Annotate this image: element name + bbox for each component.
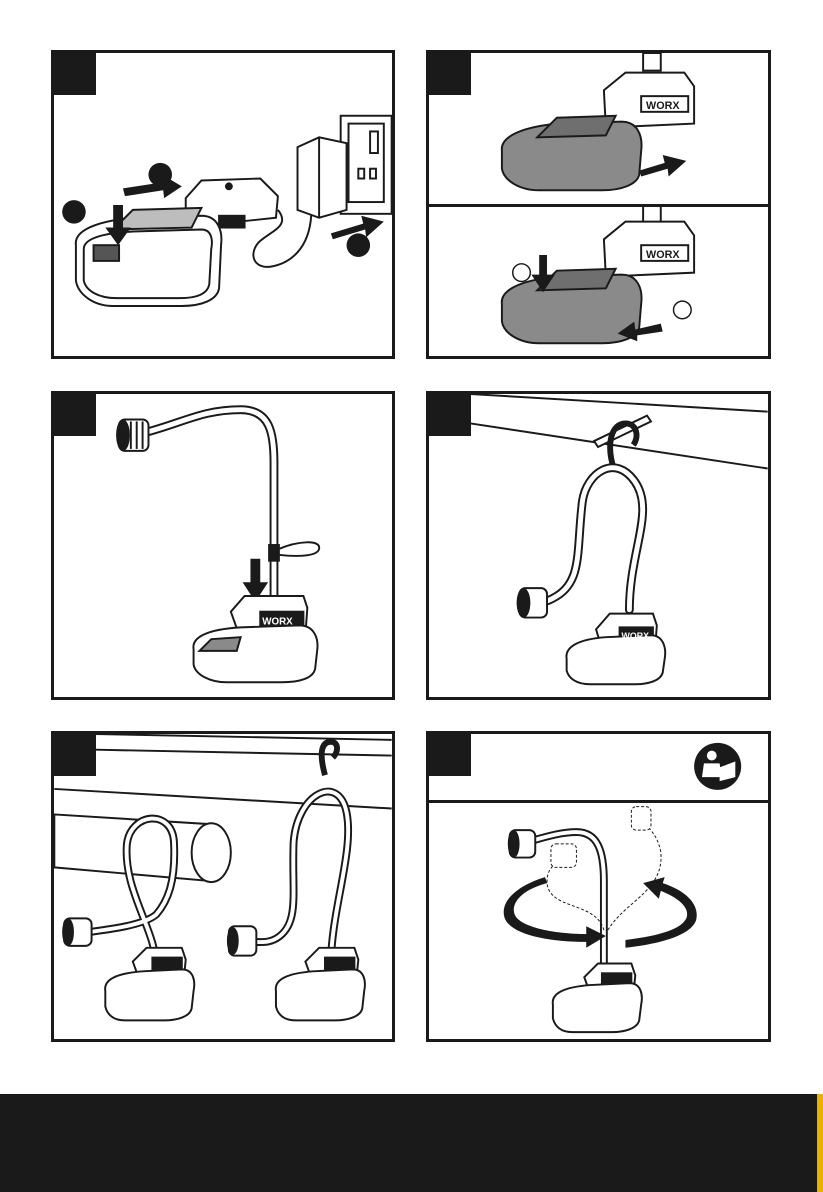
brand-mark: WORX: [646, 249, 680, 261]
attach-arrow: [639, 155, 686, 177]
light-base-top: [604, 53, 694, 128]
light-base: [566, 614, 665, 685]
panel-battery-attach-remove: WORX WORX: [426, 50, 771, 359]
brand-mark: WORX: [622, 631, 650, 641]
light-base: [193, 596, 317, 682]
footer-accent-edge: [817, 1094, 823, 1192]
cable-strap: [269, 542, 319, 560]
battery-pack-top: [502, 116, 642, 191]
light-base-bottom: [604, 206, 694, 277]
step-marker-2: [148, 163, 172, 187]
panel-wrap-pipe: [51, 731, 395, 1042]
footer-band: [0, 1094, 823, 1192]
step-marker-2: [674, 301, 692, 319]
brand-mark: WORX: [262, 616, 293, 627]
hang-hook-illustration: WORX: [429, 394, 768, 697]
battery-pack: [76, 208, 222, 306]
rod: [594, 416, 651, 447]
rotate-illustration: [429, 734, 768, 1039]
charging-illustration: [54, 53, 392, 356]
step-marker-1: [62, 200, 86, 224]
ghost-gooseneck-right: [608, 818, 661, 930]
switch-on-illustration: WORX: [54, 394, 392, 697]
ceiling-edge: [96, 750, 392, 756]
panel-switch-on: WORX: [51, 391, 395, 700]
step-marker-1: [513, 264, 531, 282]
panel-charge-battery: [51, 50, 395, 359]
battery-illustration: WORX WORX: [429, 53, 768, 356]
wall-socket: [341, 116, 392, 214]
ghost-lamp-head-left: [551, 844, 576, 868]
lamp-head-right: [228, 926, 256, 955]
read-manual-icon: [694, 743, 741, 790]
lamp-head-left: [63, 918, 91, 945]
panel-rotate-head: [426, 731, 771, 1042]
lamp-head: [518, 588, 547, 617]
wrap-pipe-illustration: [54, 734, 392, 1039]
panel-hang-hook: WORX: [426, 391, 771, 700]
light-base-left: [105, 948, 194, 1021]
light-base: [553, 963, 642, 1032]
ghost-lamp-head-right: [631, 807, 651, 831]
light-base-right: [276, 948, 365, 1021]
brand-mark: WORX: [646, 100, 680, 112]
charger-adapter: [298, 137, 347, 217]
lamp-head: [509, 830, 535, 857]
lamp-head: [117, 419, 148, 450]
step-marker-3: [347, 233, 371, 257]
hook-right: [322, 742, 337, 775]
